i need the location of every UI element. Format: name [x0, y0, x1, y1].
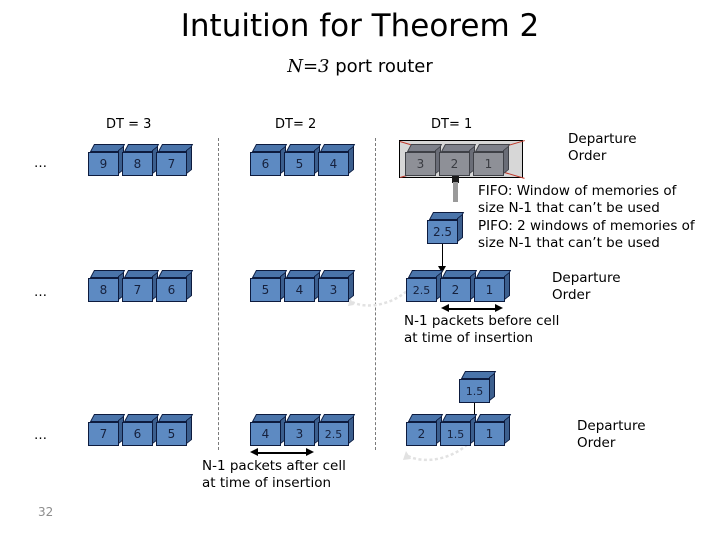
cube-2-5[interactable]: 2.5 — [318, 414, 356, 448]
cube-2-5[interactable]: 2.5 — [406, 270, 444, 304]
cube-9[interactable]: 9 — [88, 144, 126, 178]
cube-label: 2.5 — [427, 220, 458, 244]
faint-curve-arrow-1 — [348, 285, 413, 307]
cube-label: 3 — [405, 152, 436, 176]
arrow-head-left — [441, 304, 449, 312]
cube-1[interactable]: 1 — [473, 144, 511, 178]
insertion-marker-stem — [453, 182, 458, 202]
cube-label: 7 — [122, 278, 153, 302]
inserted-cube-2-5[interactable]: 2.5 — [427, 212, 465, 246]
cube-7[interactable]: 7 — [88, 414, 126, 448]
measure-arrow-before — [441, 304, 503, 313]
cube-8[interactable]: 8 — [88, 270, 126, 304]
subtitle-italic: N=3 — [287, 56, 330, 77]
cube-label: 8 — [122, 152, 153, 176]
insertion-connector-line-1 — [442, 242, 443, 269]
column-divider-1 — [218, 138, 219, 450]
cube-6[interactable]: 6 — [250, 144, 288, 178]
cube-label: 5 — [156, 422, 187, 446]
departure-order-top: Departure Order — [568, 131, 637, 164]
subtitle-rest: port router — [329, 56, 433, 77]
cube-label: 8 — [88, 278, 119, 302]
cube-label: 3 — [284, 422, 315, 446]
cube-2[interactable]: 2 — [439, 144, 477, 178]
cube-label: 4 — [284, 278, 315, 302]
cube-label: 5 — [250, 278, 281, 302]
row-3-leader: … — [34, 428, 48, 443]
cube-5[interactable]: 5 — [284, 144, 322, 178]
cube-label: 6 — [156, 278, 187, 302]
column-header-dt2: DT= 2 — [275, 117, 317, 132]
cube-label: 1.5 — [440, 422, 471, 446]
arrow-bar — [447, 307, 497, 310]
page-title: Intuition for Theorem 2 — [180, 8, 540, 44]
insertion-marker-cap — [452, 176, 459, 183]
cube-8[interactable]: 8 — [122, 144, 160, 178]
measure-arrow-after — [250, 448, 314, 457]
cube-1[interactable]: 1 — [474, 270, 512, 304]
cube-label: 6 — [122, 422, 153, 446]
cube-label: 3 — [318, 278, 349, 302]
arrow-head-right — [495, 304, 503, 312]
pifo-note: PIFO: 2 windows of memories of size N-1 … — [478, 218, 695, 251]
row-2-leader: … — [34, 285, 48, 300]
cube-label: 2.5 — [318, 422, 349, 446]
page-number: 32 — [38, 505, 54, 519]
cube-6[interactable]: 6 — [122, 414, 160, 448]
row-1-leader: … — [34, 156, 48, 171]
cube-1[interactable]: 1 — [474, 414, 512, 448]
cube-1-5[interactable]: 1.5 — [440, 414, 478, 448]
cube-label: 5 — [284, 152, 315, 176]
column-divider-2 — [375, 138, 376, 450]
cube-6[interactable]: 6 — [156, 270, 194, 304]
fifo-note: FIFO: Window of memories of size N-1 tha… — [478, 183, 677, 216]
insertion-arrowhead-1 — [438, 266, 446, 273]
cube-5[interactable]: 5 — [156, 414, 194, 448]
column-header-dt1: DT= 1 — [431, 117, 473, 132]
cube-3[interactable]: 3 — [284, 414, 322, 448]
cube-label: 4 — [318, 152, 349, 176]
cube-2[interactable]: 2 — [406, 414, 444, 448]
cube-4[interactable]: 4 — [250, 414, 288, 448]
departure-order-mid: Departure Order — [552, 270, 621, 303]
cube-label: 7 — [156, 152, 187, 176]
departure-order-bottom: Departure Order — [577, 418, 646, 451]
cube-label: 2 — [440, 278, 471, 302]
faint-curve-arrow-2 — [403, 441, 471, 462]
cube-7[interactable]: 7 — [122, 270, 160, 304]
arrow-head-right — [306, 448, 314, 456]
cube-label: 6 — [250, 152, 281, 176]
cube-label: 2.5 — [406, 278, 437, 302]
cube-label: 7 — [88, 422, 119, 446]
arrow-head-left — [250, 448, 258, 456]
cube-3[interactable]: 3 — [405, 144, 443, 178]
cube-2[interactable]: 2 — [440, 270, 478, 304]
cube-label: 1 — [474, 278, 505, 302]
cube-label: 2 — [439, 152, 470, 176]
cube-label: 9 — [88, 152, 119, 176]
cube-label: 4 — [250, 422, 281, 446]
cube-label: 2 — [406, 422, 437, 446]
inserted-cube-1-5[interactable]: 1.5 — [459, 371, 497, 405]
cube-5[interactable]: 5 — [250, 270, 288, 304]
cube-label: 1 — [474, 422, 505, 446]
column-header-dt3: DT = 3 — [106, 117, 152, 132]
page-subtitle: N=3 port router — [0, 56, 720, 77]
cube-label: 1 — [473, 152, 504, 176]
cube-7[interactable]: 7 — [156, 144, 194, 178]
n1-before-note: N-1 packets before cell at time of inser… — [404, 313, 560, 346]
cube-label: 1.5 — [459, 379, 490, 403]
arrow-bar — [256, 451, 308, 454]
cube-3[interactable]: 3 — [318, 270, 356, 304]
n1-after-note: N-1 packets after cell at time of insert… — [202, 458, 346, 491]
cube-4[interactable]: 4 — [318, 144, 356, 178]
cube-4[interactable]: 4 — [284, 270, 322, 304]
